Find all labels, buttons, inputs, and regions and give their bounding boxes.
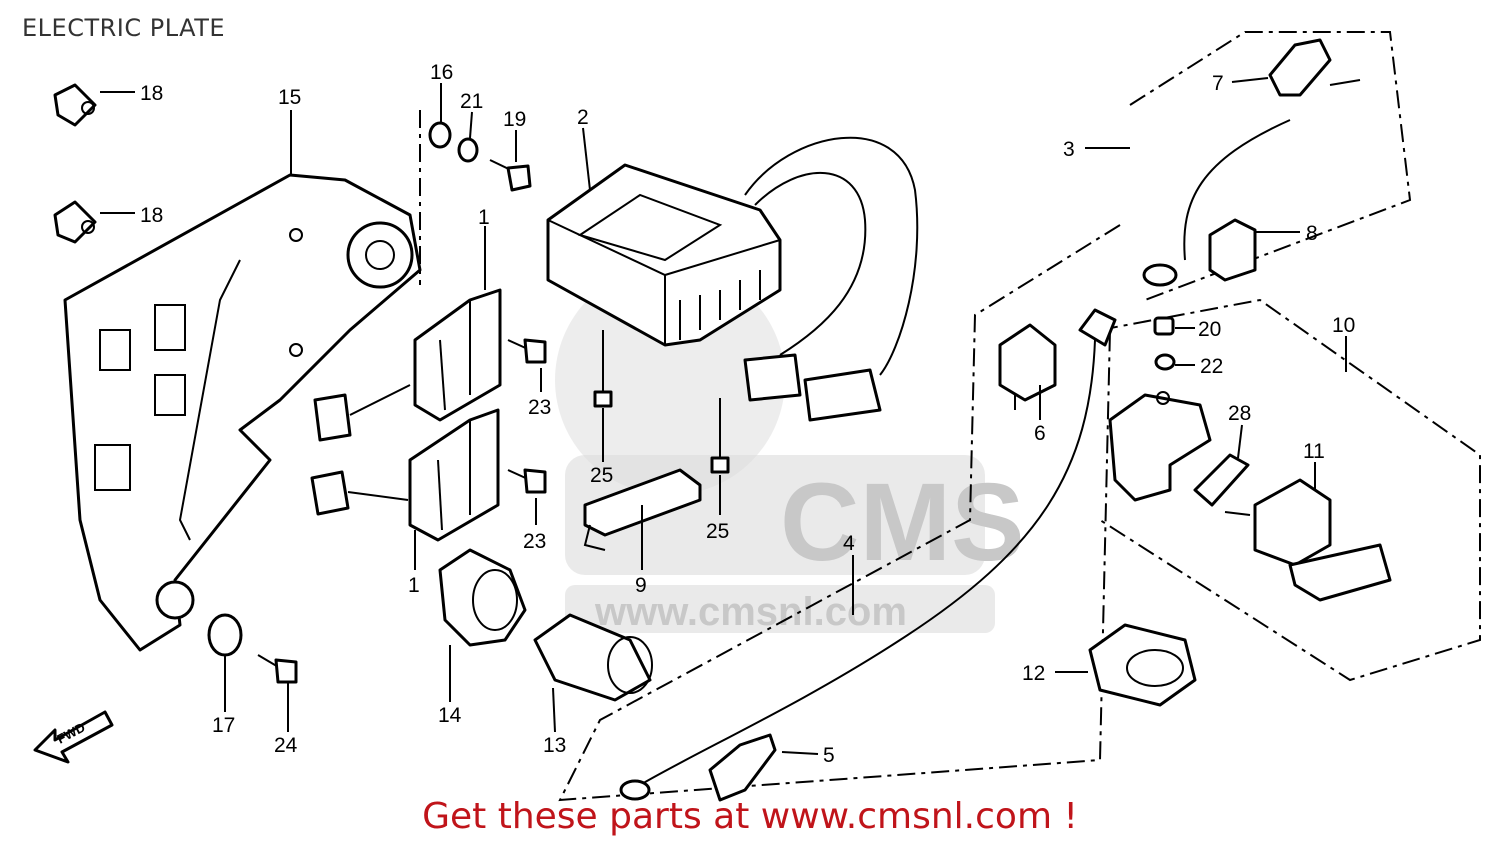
- callout-20: 20: [1198, 318, 1221, 341]
- grommet-18-top: [53, 83, 97, 127]
- callout-1-upper: 1: [478, 206, 490, 229]
- bolt-25-left: [593, 330, 613, 408]
- switch-11: [1224, 478, 1392, 602]
- grommet-18-bottom: [53, 200, 97, 244]
- callout-14: 14: [438, 704, 462, 727]
- callout-18-top: 18: [140, 82, 163, 105]
- terminal-28: [1193, 453, 1250, 507]
- rubber-cap-14: [438, 548, 527, 647]
- callout-28: 28: [1228, 402, 1251, 425]
- callout-25-left: 25: [590, 464, 613, 487]
- flasher-relay-13: [533, 613, 653, 702]
- callout-21: 21: [460, 90, 483, 113]
- watermark-brand: CMS: [780, 461, 1024, 584]
- callout-8: 8: [1306, 222, 1318, 245]
- callout-24: 24: [274, 734, 298, 757]
- electric-plate-15: [63, 173, 422, 652]
- terminal-boot-5: [708, 733, 777, 802]
- callout-7: 7: [1212, 72, 1224, 95]
- assembly-box-main: [558, 224, 1121, 802]
- callout-16: 16: [430, 61, 453, 84]
- bolt-24: [257, 654, 298, 684]
- washer-21: [457, 137, 479, 163]
- washer-22: [1154, 353, 1176, 371]
- page-title: ELECTRIC PLATE: [22, 14, 226, 42]
- screw-23-lower: [507, 468, 547, 494]
- starter-relay-10: [1108, 391, 1212, 502]
- assembly-box-3: [1129, 31, 1412, 301]
- callout-15: 15: [278, 86, 301, 109]
- fwd-arrow: FWD: [33, 710, 114, 764]
- callouts: 18 18 15 16 21 19 2 1 1 23 23 25 25 9 3 …: [140, 61, 1355, 767]
- bolt-19: [489, 159, 532, 192]
- footer-link[interactable]: Get these parts at www.cmsnl.com !: [422, 796, 1078, 837]
- callout-1-lower: 1: [408, 574, 420, 597]
- callout-2: 2: [577, 106, 589, 129]
- washer-16: [428, 121, 452, 149]
- relay-1-lower: [310, 408, 500, 542]
- bracket-9: [583, 468, 702, 551]
- callout-25-right: 25: [706, 520, 729, 543]
- callout-11: 11: [1303, 440, 1325, 463]
- relay-1-upper: [313, 288, 502, 442]
- callout-5: 5: [823, 744, 835, 767]
- clamp-12: [1088, 623, 1197, 707]
- screw-23-upper: [507, 338, 547, 364]
- callout-18-bottom: 18: [140, 204, 163, 227]
- callout-23-upper: 23: [528, 396, 551, 419]
- callout-6: 6: [1034, 422, 1046, 445]
- callout-17: 17: [212, 714, 235, 737]
- callout-3: 3: [1063, 138, 1075, 161]
- callout-9: 9: [635, 574, 647, 597]
- regulator-rectifier-2: [546, 136, 919, 422]
- callout-19: 19: [503, 108, 526, 131]
- callout-23-lower: 23: [523, 530, 546, 553]
- battery-cable-4: [619, 308, 1117, 801]
- leader-lines: [100, 77, 1347, 755]
- callout-4: 4: [843, 532, 855, 555]
- callout-10: 10: [1332, 314, 1355, 337]
- bolt-25-right: [710, 398, 730, 474]
- callout-12: 12: [1022, 662, 1045, 685]
- grommet-17: [207, 613, 243, 657]
- nut-20: [1153, 316, 1175, 336]
- callout-22: 22: [1200, 355, 1223, 378]
- assembly-box-10: [1099, 298, 1481, 682]
- connector-7: [1268, 38, 1361, 97]
- terminal-cover-8: [1142, 119, 1291, 287]
- watermark-url: www.cmsnl.com: [594, 590, 907, 634]
- fuse-6: [998, 323, 1057, 410]
- callout-13: 13: [543, 734, 566, 757]
